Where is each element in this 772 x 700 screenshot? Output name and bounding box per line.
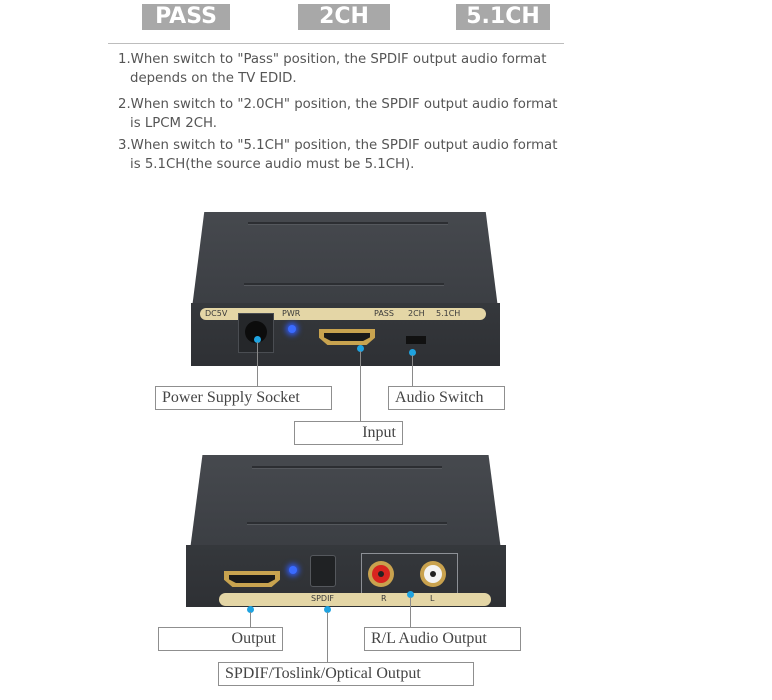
callout-input: Input — [294, 421, 403, 445]
note-3-line2: is 5.1CH(the source audio must be 5.1CH)… — [130, 157, 415, 172]
note-2: 2.When switch to "2.0CH" position, the S… — [118, 95, 588, 133]
rca-right-jack-icon — [368, 561, 394, 587]
label-pwr: PWR — [282, 309, 301, 318]
label-pass: PASS — [374, 309, 394, 318]
callout-dot-switch — [409, 349, 416, 356]
dc-socket-icon — [238, 313, 274, 353]
callout-dot-power — [254, 336, 261, 343]
callout-line-switch — [412, 355, 413, 386]
label-5-1ch: 5.1CH — [436, 309, 461, 318]
mode-badge-5-1ch: 5.1CH — [456, 4, 550, 30]
label-l: L — [430, 594, 435, 603]
audio-switch-icon — [406, 336, 426, 344]
callout-line-input — [360, 351, 361, 423]
label-dc5v: DC5V — [205, 309, 228, 318]
device-top-body — [192, 212, 498, 308]
callout-dot-spdif — [324, 606, 331, 613]
mode-badge-pass: PASS — [142, 4, 230, 30]
callout-line-spdif — [327, 612, 328, 662]
note-2-line2: is LPCM 2CH. — [130, 116, 217, 131]
callout-rl-audio-output: R/L Audio Output — [364, 627, 521, 651]
optical-port-icon — [310, 555, 336, 587]
note-2-line1: 2.When switch to "2.0CH" position, the S… — [118, 97, 558, 112]
callout-line-power — [257, 342, 258, 386]
note-3-line1: 3.When switch to "5.1CH" position, the S… — [118, 138, 558, 153]
note-1-line1: 1.When switch to "Pass" position, the SP… — [118, 52, 547, 67]
device-groove — [247, 522, 447, 525]
power-led-icon — [288, 325, 296, 333]
note-1-line2: depends on the TV EDID. — [130, 71, 297, 86]
callout-spdif-toslink-optical-output: SPDIF/Toslink/Optical Output — [218, 662, 474, 686]
device-top-body — [190, 455, 501, 550]
callout-output: Output — [158, 627, 283, 651]
device-groove — [252, 466, 442, 469]
callout-audio-switch: Audio Switch — [388, 386, 505, 410]
callout-dot-input — [357, 345, 364, 352]
device-groove — [244, 283, 444, 286]
label-2ch: 2CH — [408, 309, 425, 318]
callout-line-output — [250, 612, 251, 627]
callout-dot-output — [247, 606, 254, 613]
callout-power-supply-socket: Power Supply Socket — [155, 386, 332, 410]
label-strip: SPDIF R L — [219, 593, 491, 606]
note-3: 3.When switch to "5.1CH" position, the S… — [118, 136, 588, 174]
rca-left-jack-icon — [420, 561, 446, 587]
mode-badge-2ch: 2CH — [298, 4, 390, 30]
hdmi-input-port-icon — [319, 329, 375, 345]
label-r: R — [381, 594, 387, 603]
hdmi-output-port-icon — [224, 571, 280, 587]
divider — [108, 43, 564, 44]
device-groove — [248, 222, 448, 225]
callout-dot-rl — [407, 591, 414, 598]
note-1: 1.When switch to "Pass" position, the SP… — [118, 50, 588, 88]
label-spdif: SPDIF — [311, 594, 335, 603]
power-led-icon — [289, 566, 297, 574]
callout-line-rl — [410, 597, 411, 627]
